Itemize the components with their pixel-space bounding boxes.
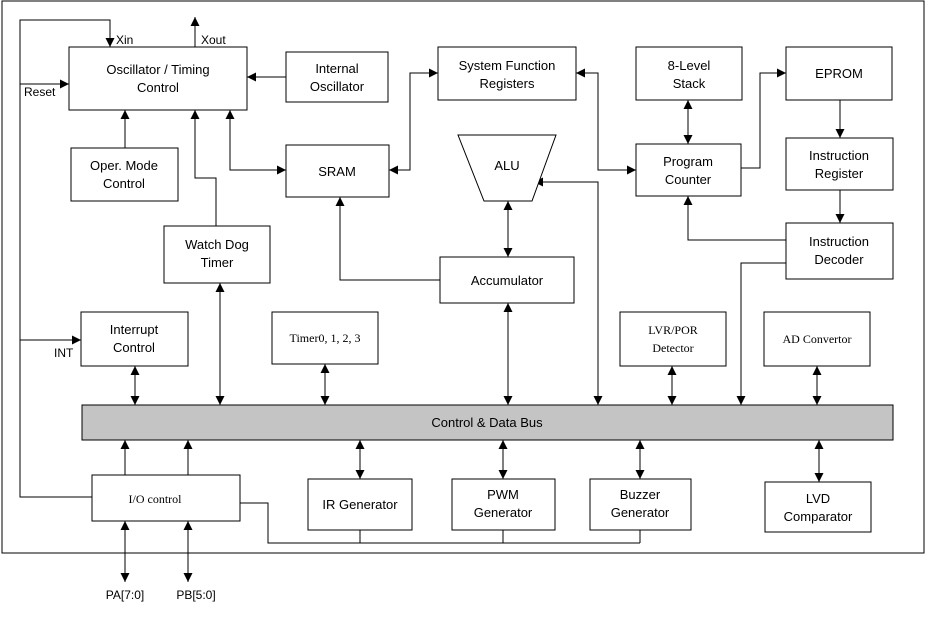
wire-id-bus [736, 262, 786, 405]
pwm-label-2: Generator [474, 505, 533, 520]
wire-sfr-pc [576, 68, 636, 175]
block-alu: ALU [457, 134, 557, 202]
ir-label-2: Register [815, 166, 864, 181]
block-buzzer-generator: Buzzer Generator [589, 478, 692, 531]
ir-generator-label: IR Generator [322, 497, 398, 512]
block-8-level-stack: 8-Level Stack [635, 46, 743, 101]
stack-label-2: Stack [673, 76, 706, 91]
lvr-label-1: LVR/POR [648, 323, 698, 337]
wire-left-rail [19, 84, 92, 498]
oper-mode-label-1: Oper. Mode [90, 158, 158, 173]
block-internal-oscillator: Internal Oscillator [285, 51, 389, 103]
chip-boundary [1, 0, 925, 554]
sfr-label-2: Registers [480, 76, 535, 91]
alu-label: ALU [494, 158, 519, 173]
interrupt-label-1: Interrupt [110, 322, 159, 337]
block-pwm-generator: PWM Generator [451, 478, 556, 531]
wire-io-generators [240, 502, 641, 544]
pc-label-1: Program [663, 154, 713, 169]
wire-pc-eprom [741, 68, 786, 169]
id-label-1: Instruction [809, 234, 869, 249]
block-lvr-por-detector: LVR/POR Detector [619, 311, 727, 367]
block-oper-mode-control: Oper. Mode Control [70, 147, 179, 202]
wdt-label-2: Timer [201, 255, 234, 270]
block-instruction-register: Instruction Register [785, 137, 894, 191]
lvr-label-2: Detector [652, 341, 693, 355]
block-osc-timing: Oscillator / Timing Control [68, 46, 248, 111]
pin-int-label: INT [54, 346, 74, 360]
interrupt-label-2: Control [113, 340, 155, 355]
block-watchdog-timer: Watch Dog Timer [163, 225, 271, 284]
internal-osc-label-2: Oscillator [310, 79, 365, 94]
block-eprom: EPROM [785, 46, 893, 101]
pin-pa-label: PA[7:0] [106, 588, 144, 602]
block-system-function-registers: System Function Registers [437, 46, 577, 101]
block-accumulator: Accumulator [439, 256, 575, 304]
block-program-counter: Program Counter [635, 143, 742, 197]
wire-id-pc [683, 196, 786, 241]
wire-sram-acc [335, 197, 440, 281]
block-ad-convertor: AD Convertor [763, 311, 871, 367]
io-control-label: I/O control [129, 492, 183, 506]
wire-xin [19, 19, 115, 84]
wire-sram-sfr [389, 68, 438, 175]
accumulator-label: Accumulator [471, 273, 544, 288]
block-sram: SRAM [285, 144, 390, 198]
wire-osc-sram [225, 110, 286, 175]
connections [19, 17, 845, 582]
lvd-label-2: Comparator [784, 509, 853, 524]
block-lvd-comparator: LVD Comparator [764, 481, 872, 533]
buzzer-label-1: Buzzer [620, 487, 661, 502]
pin-pb-label: PB[5:0] [176, 588, 215, 602]
block-instruction-decoder: Instruction Decoder [785, 222, 894, 280]
buzzer-label-2: Generator [611, 505, 670, 520]
pin-reset-label: Reset [24, 85, 56, 99]
pin-xin-label: Xin [116, 33, 133, 47]
pwm-label-1: PWM [487, 487, 519, 502]
pin-xout-label: Xout [201, 33, 226, 47]
ir-label-1: Instruction [809, 148, 869, 163]
eprom-label: EPROM [815, 66, 863, 81]
osc-timing-label-1: Oscillator / Timing [106, 62, 209, 77]
pc-label-2: Counter [665, 172, 712, 187]
internal-osc-label-1: Internal [315, 61, 358, 76]
timers-label: Timer0, 1, 2, 3 [290, 331, 361, 345]
block-interrupt-control: Interrupt Control [80, 311, 189, 367]
lvd-label-1: LVD [806, 491, 830, 506]
block-io-control: I/O control [91, 474, 241, 522]
wire-wdt-osc [190, 110, 217, 226]
control-data-bus: Control & Data Bus [81, 404, 894, 441]
block-timers: Timer0, 1, 2, 3 [271, 311, 379, 365]
stack-label-1: 8-Level [668, 58, 711, 73]
sfr-label-1: System Function [459, 58, 556, 73]
wdt-label-1: Watch Dog [185, 237, 249, 252]
osc-timing-label-2: Control [137, 80, 179, 95]
oper-mode-label-2: Control [103, 176, 145, 191]
ad-label: AD Convertor [783, 332, 852, 346]
block-ir-generator: IR Generator [307, 478, 413, 531]
id-label-2: Decoder [814, 252, 864, 267]
wire-alu-bus [534, 177, 603, 405]
bus-label: Control & Data Bus [431, 415, 543, 430]
sram-label: SRAM [318, 164, 356, 179]
